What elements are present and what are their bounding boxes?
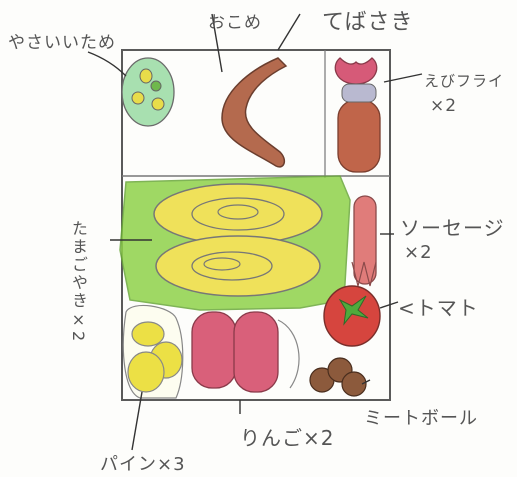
label-shrimp-qty: ×2 bbox=[430, 96, 458, 116]
sausages bbox=[351, 195, 377, 287]
apple-slices bbox=[191, 311, 300, 393]
leader-lines bbox=[87, 13, 423, 451]
vegetable-stirfry bbox=[121, 57, 175, 127]
pineapple bbox=[122, 304, 184, 399]
label-sausage-qty: ×2 bbox=[404, 242, 433, 263]
tamagoyaki bbox=[153, 183, 323, 297]
label-tamagoyaki: たまごやき×2 bbox=[69, 220, 88, 344]
label-rice: おこめ bbox=[208, 13, 262, 33]
label-shrimp: えびフライ bbox=[424, 72, 505, 90]
label-tomato: <トマト bbox=[398, 296, 479, 320]
label-vegetables: やさいいため bbox=[8, 33, 116, 53]
label-meatball: ミートボール bbox=[364, 408, 478, 429]
label-sausage: ソーセージ bbox=[400, 216, 505, 240]
label-apple: りんご×2 bbox=[240, 426, 335, 450]
meatballs bbox=[309, 357, 367, 397]
shrimp-fry bbox=[334, 57, 381, 173]
tomato bbox=[323, 285, 381, 347]
chicken-wing bbox=[221, 57, 288, 168]
label-wings: てばさき bbox=[322, 10, 414, 35]
label-pineapple: パイン×3 bbox=[100, 454, 186, 475]
